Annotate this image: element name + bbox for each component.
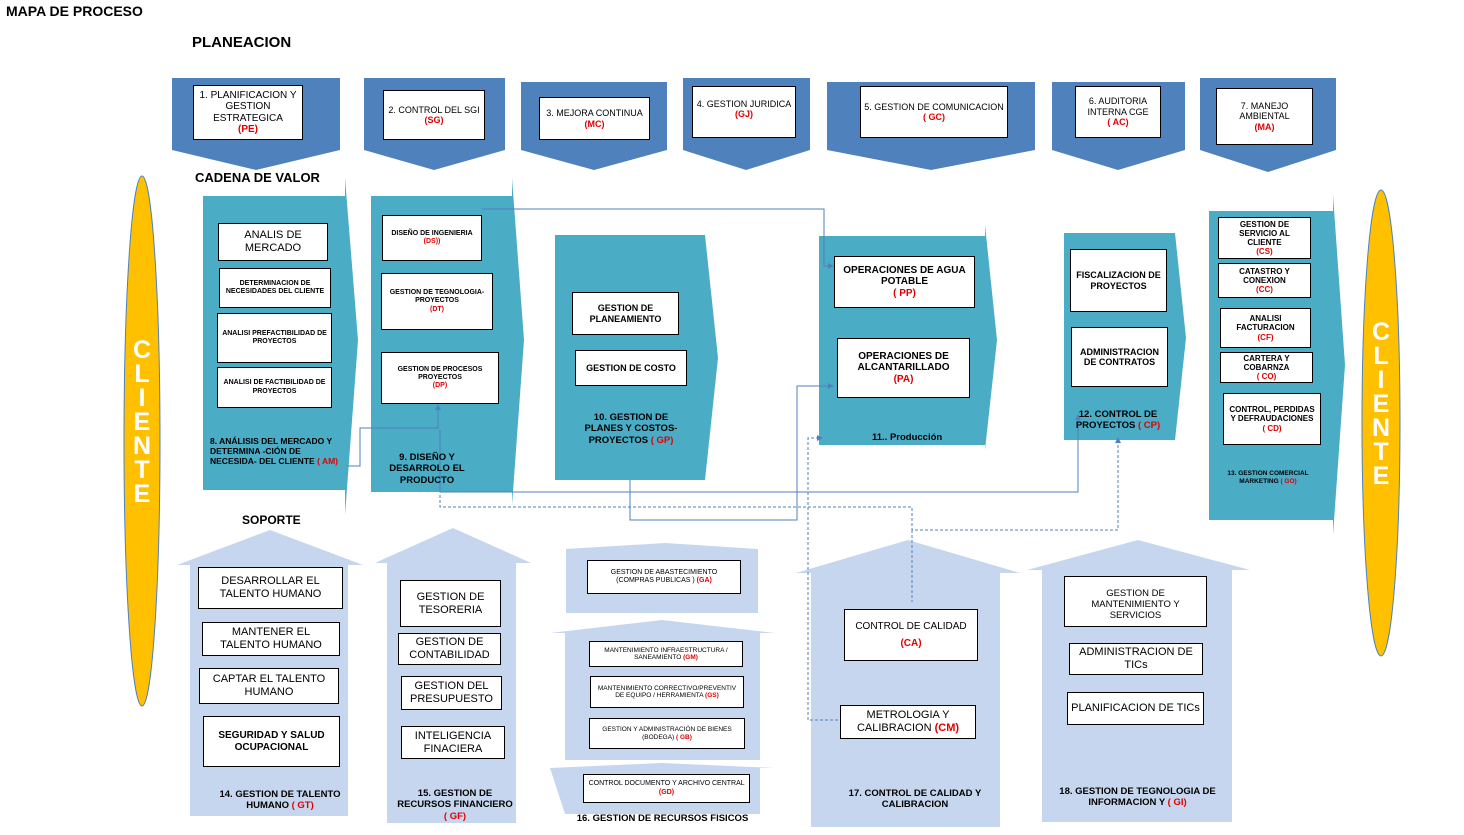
- p13-item-cartera[interactable]: CARTERA Y COBARNZA( CO): [1220, 352, 1313, 383]
- p12-label: 12. CONTROL DE PROYECTOS ( CP): [1075, 409, 1161, 432]
- p14-item-desarrollar[interactable]: DESARROLLAR EL TALENTO HUMANO: [198, 567, 343, 609]
- p8-label: 8. ANÁLISIS DEL MERCADO Y DETERMINA -CIÓ…: [210, 436, 338, 467]
- section-cadena-de-valor: CADENA DE VALOR: [195, 170, 320, 185]
- p14-item-captar[interactable]: CAPTAR EL TALENTO HUMANO: [199, 668, 339, 704]
- p9-label: 9. DISEÑO Y DESARROLO EL PRODUCTO: [389, 452, 465, 486]
- p8-item-analisis-mercado[interactable]: ANALIS DE MERCADO: [218, 223, 328, 261]
- p16-item-documento[interactable]: CONTROL DOCUMENTO Y ARCHIVO CENTRAL (GD): [583, 774, 750, 803]
- p12-item-fiscalizacion[interactable]: FISCALIZACION DE PROYECTOS: [1070, 249, 1167, 312]
- p8-item-factibilidad[interactable]: ANALISI DE FACTIBILIDAD DE PROYECTOS: [217, 367, 332, 408]
- planning-box-gj[interactable]: 4. GESTION JURIDICA(GJ): [692, 86, 796, 138]
- p13-item-perdidas[interactable]: CONTROL, PERDIDAS Y DEFRAUDACIONES( CD): [1223, 393, 1321, 445]
- p18-item-mantenimiento[interactable]: GESTION DE MANTENIMIENTO Y SERVICIOS: [1064, 576, 1207, 627]
- cliente-ellipse-right: [1361, 189, 1401, 657]
- p15-item-inteligencia[interactable]: INTELIGENCIA FINACIERA: [401, 726, 505, 759]
- p11-item-agua-potable[interactable]: OPERACIONES DE AGUA POTABLE( PP): [834, 256, 975, 308]
- planning-box-ma[interactable]: 7. MANEJO AMBIENTAL(MA): [1216, 88, 1313, 145]
- p13-item-facturacion[interactable]: ANALISI FACTURACION(CF): [1220, 308, 1311, 348]
- p15-item-presupuesto[interactable]: GESTION DEL PRESUPUESTO: [401, 676, 502, 710]
- p8-item-necesidades[interactable]: DETERMINACION DE NECESIDADES DEL CLIENTE: [219, 268, 331, 308]
- p17-item-control-calidad[interactable]: CONTROL DE CALIDAD(CA): [844, 609, 978, 661]
- p9-item-diseno[interactable]: DISEÑO DE INGENIERIA(DS)): [382, 215, 482, 261]
- p12-item-contratos[interactable]: ADMINISTRACION DE CONTRATOS: [1071, 327, 1168, 387]
- planning-box-ac[interactable]: 6. AUDITORIA INTERNA CGE( AC): [1075, 86, 1161, 138]
- p17-label: 17. CONTROL DE CALIDAD Y CALIBRACION: [848, 788, 982, 811]
- p9-item-tecnologia[interactable]: GESTION DE TEGNOLOGIA-PROYECTOS(DT): [381, 273, 493, 330]
- p16-item-abastecimiento[interactable]: GESTION DE ABASTECIMIENTO (COMPRAS PUBLI…: [587, 560, 741, 594]
- p14-item-seguridad[interactable]: SEGURIDAD Y SALUD OCUPACIONAL: [203, 716, 340, 767]
- connector-9-to-11: [482, 208, 834, 269]
- planning-box-gc[interactable]: 5. GESTION DE COMUNICACION( GC): [860, 86, 1008, 138]
- p10-item-costo[interactable]: GESTION DE COSTO: [575, 350, 687, 386]
- p14-label: 14. GESTION DE TALENTO HUMANO ( GT): [219, 789, 341, 812]
- p16-item-equipo[interactable]: MANTENIMIENTO CORRECTIVO/PREVENTIV DE EQ…: [590, 676, 744, 708]
- planning-box-mc[interactable]: 3. MEJORA CONTINUA(MC): [539, 97, 650, 140]
- section-soporte: SOPORTE: [242, 513, 301, 527]
- connector-9-to-12: [439, 414, 1081, 493]
- p13-item-servicio-cliente[interactable]: GESTION DE SERVICIO AL CLIENTE(CS): [1218, 217, 1311, 259]
- p8-item-prefactibilidad[interactable]: ANALISI PREFACTIBILIDAD DE PROYECTOS: [217, 313, 332, 363]
- p16-item-infraestructura[interactable]: MANTENIMIENTO INFRAESTRUCTURA / SANEAMIE…: [589, 641, 743, 667]
- p15-label: 15. GESTION DE RECURSOS FINANCIERO( GF): [397, 788, 513, 822]
- p11-label: 11.. Producción: [872, 432, 943, 443]
- p10-item-planeamiento[interactable]: GESTION DE PLANEAMIENTO: [572, 292, 679, 335]
- connector-cm-to-11: [807, 435, 838, 721]
- p14-item-mantener[interactable]: MANTENER EL TALENTO HUMANO: [202, 622, 340, 656]
- p16-label: 16. GESTION DE RECURSOS FISICOS: [576, 813, 749, 824]
- p11-item-alcantarillado[interactable]: OPERACIONES DE ALCANTARILLADO(PA): [837, 338, 970, 398]
- cliente-ellipse-left: [123, 175, 161, 707]
- p18-item-admin-tics[interactable]: ADMINISTRACION DE TICs: [1069, 643, 1203, 675]
- p13-label: 13. GESTION COMERCIAL MARKETING ( GO): [1227, 470, 1309, 485]
- connector-soporte-to-12: [439, 437, 1121, 531]
- p13-item-catastro[interactable]: CATASTRO Y CONEXION(CC): [1218, 263, 1311, 298]
- p18-item-planificacion-tics[interactable]: PLANIFICACION DE TICs: [1067, 692, 1204, 725]
- planning-box-pe[interactable]: 1. PLANIFICACION Y GESTION ESTRATEGICA(P…: [193, 85, 303, 140]
- p18-label: 18. GESTION DE TEGNOLOGIA DE INFORMACION…: [1059, 786, 1216, 809]
- page-title: MAPA DE PROCESO: [6, 3, 143, 19]
- p15-item-contabilidad[interactable]: GESTION DE CONTABILIDAD: [398, 633, 501, 665]
- p9-item-procesos[interactable]: GESTION DE PROCESOS PROYECTOS(DP): [381, 352, 499, 404]
- section-planeacion: PLANEACION: [192, 34, 292, 51]
- p15-item-tesoreria[interactable]: GESTION DE TESORERIA: [400, 580, 501, 627]
- p17-item-metrologia[interactable]: METROLOGIA Y CALIBRACION (CM): [840, 705, 976, 739]
- connector-8-to-9: [347, 404, 441, 467]
- p16-item-bienes[interactable]: GESTION Y ADMINISTRACIÓN DE BIENES (BODE…: [589, 718, 745, 749]
- p10-label: 10. GESTION DE PLANES Y COSTOS-PROYECTOS…: [584, 412, 678, 446]
- support-shape-17: [796, 540, 1020, 827]
- planning-box-sg[interactable]: 2. CONTROL DEL SGI(SG): [383, 90, 485, 140]
